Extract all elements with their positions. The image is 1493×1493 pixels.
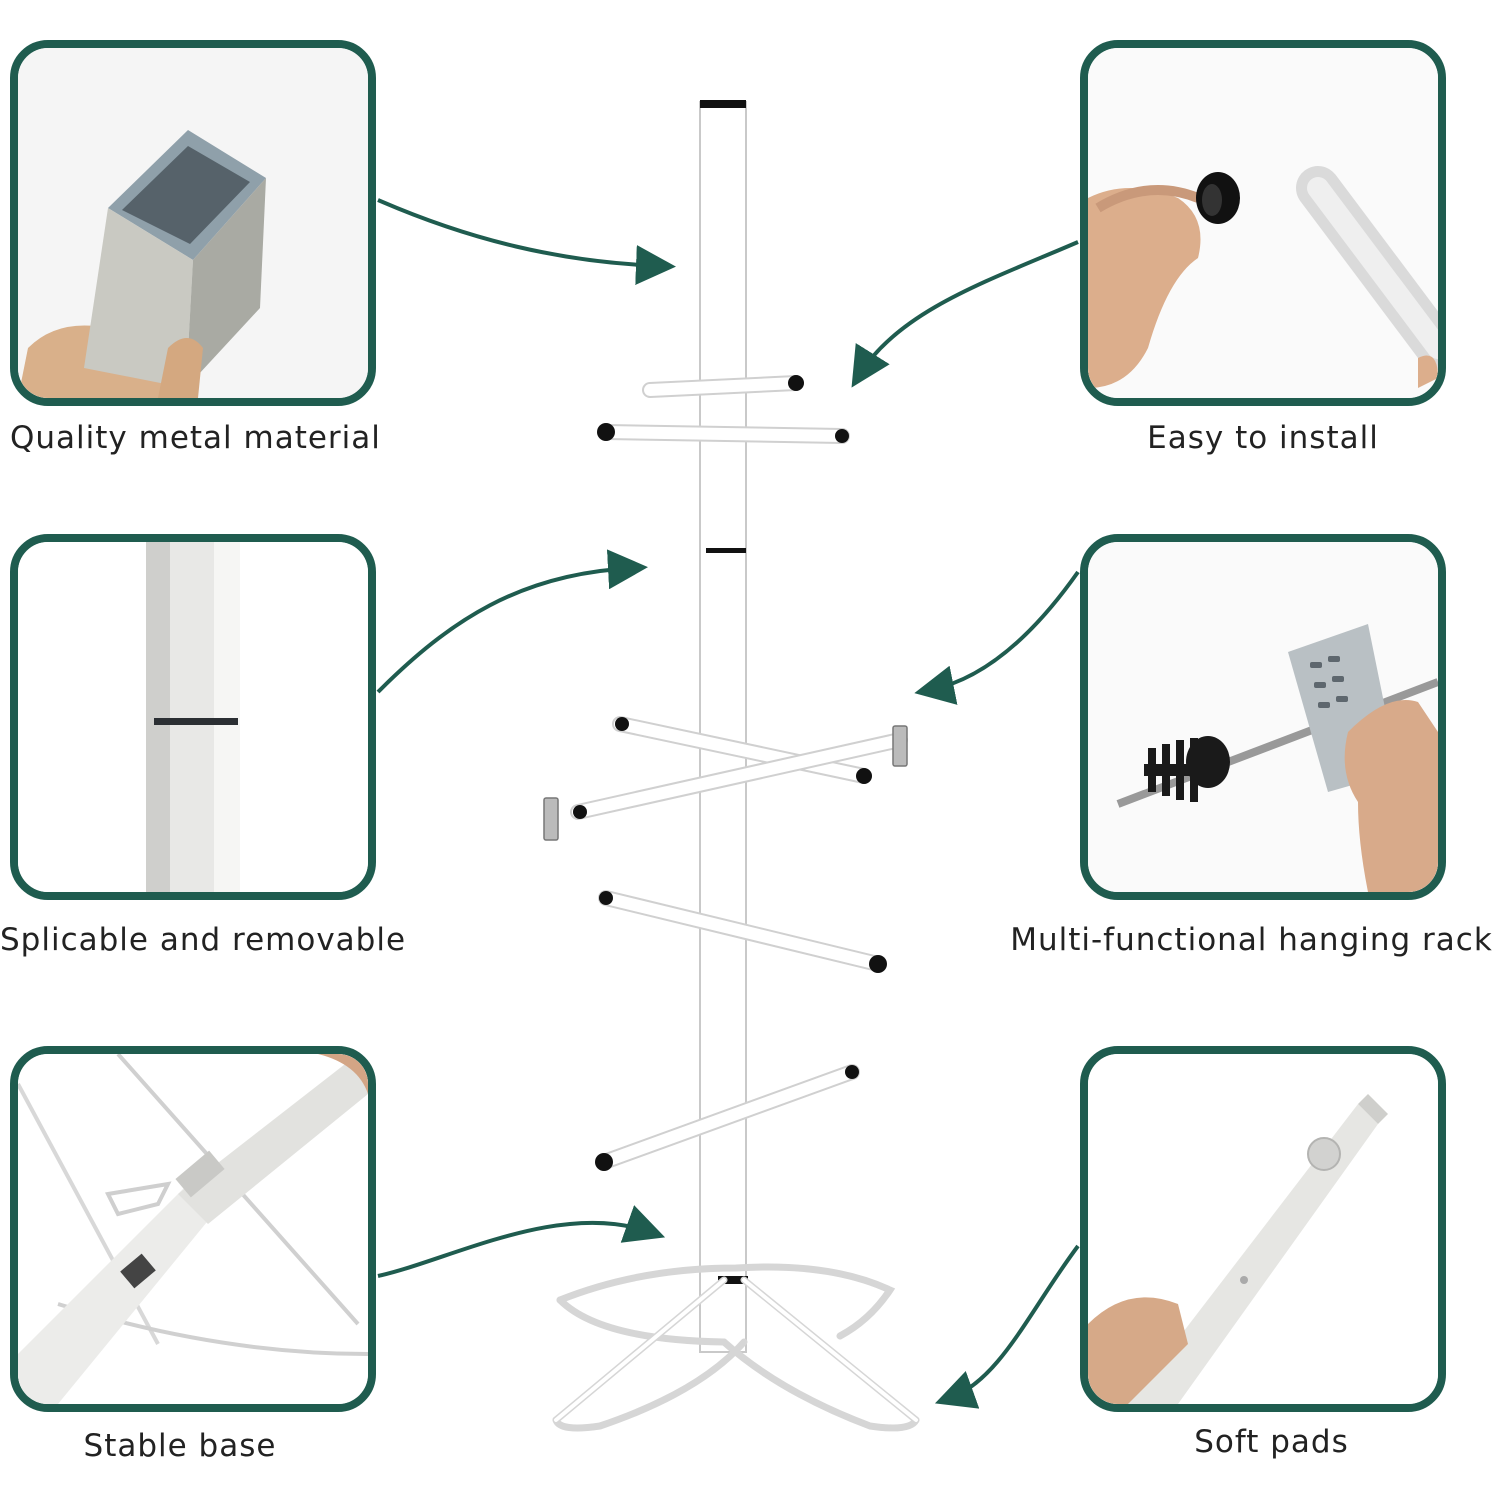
caption-hanging: Multi-functional hanging rack [1010,922,1493,958]
arm-pair-1 [598,375,850,444]
panel-install [1080,40,1446,406]
joint-band [706,548,746,553]
panel-metal [10,40,376,406]
panel-splice [10,534,376,900]
folding-base-photo [18,1054,368,1404]
rubber-end-caps [573,375,887,1171]
top-cap [700,100,746,108]
caption-splice: Splicable and removable [0,922,407,958]
arm-pair-4 [596,1064,860,1170]
clip-right [892,725,908,767]
pole-joint-photo [18,542,368,892]
arm-pair-2 [570,716,908,820]
rubber-end-cap-photo [1088,48,1438,398]
clip-on-rod-photo [1088,542,1438,892]
square-metal-tube-photo [18,48,368,398]
felt-pad-photo [1088,1054,1438,1404]
panel-pads [1080,1046,1446,1412]
center-pole [699,101,747,1353]
tree-rack-product [543,100,920,1432]
panel-base [10,1046,376,1412]
caption-pads: Soft pads [1194,1424,1349,1460]
base-joint-band [718,1276,748,1284]
clip-left [543,797,559,841]
caption-base: Stable base [83,1428,277,1464]
arrow-hanging [914,570,1080,705]
arm-pair-3 [598,890,886,972]
caption-metal: Quality metal material [10,420,381,456]
caption-install: Easy to install [1147,420,1379,456]
arrow-pads [934,1244,1080,1409]
panel-hanging [1080,534,1446,900]
